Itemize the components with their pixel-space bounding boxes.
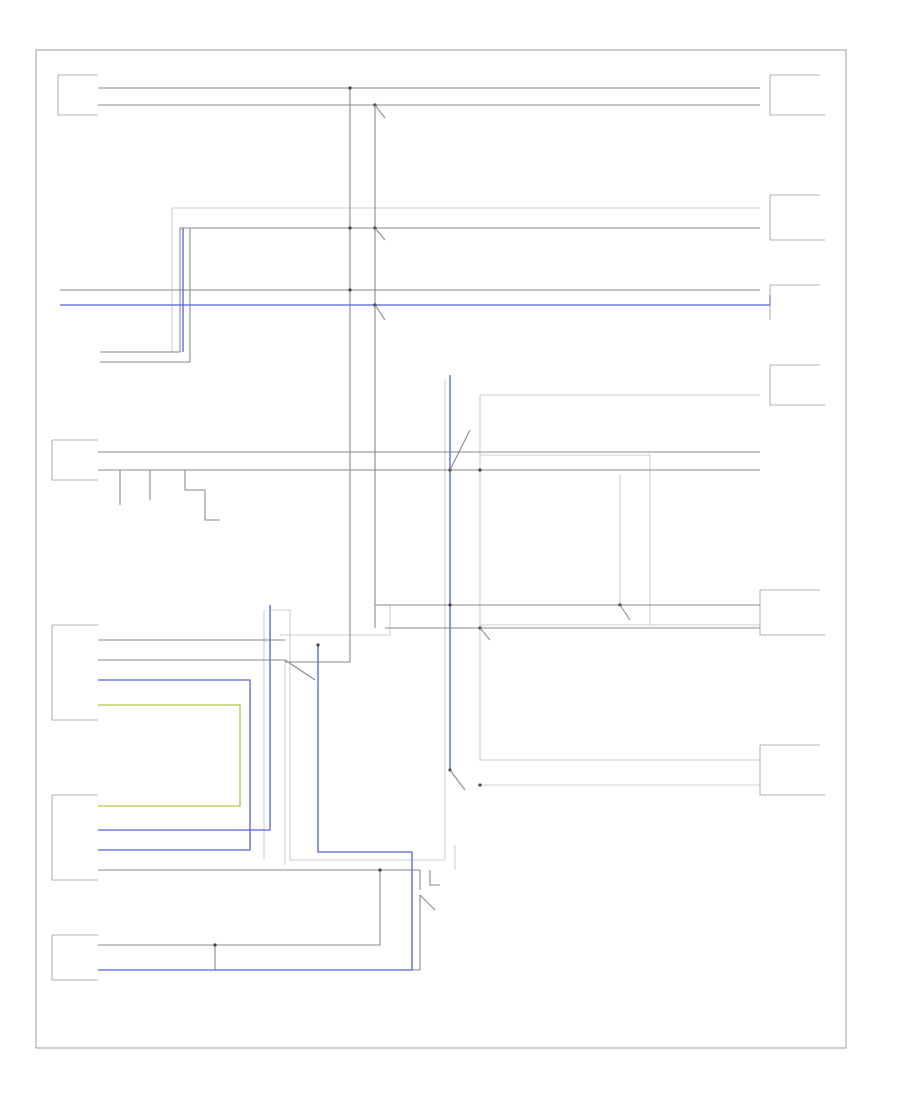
wire-group-grey (60, 87, 760, 971)
wire-group-blue (60, 228, 771, 971)
connector-group-right (759, 74, 825, 796)
diagram-frame (35, 49, 847, 1049)
wire-group-green (98, 704, 241, 807)
leader-lines (284, 104, 631, 911)
connector-group-left (51, 74, 98, 981)
wire-group-light (171, 207, 760, 870)
splice-dots (213, 86, 622, 947)
